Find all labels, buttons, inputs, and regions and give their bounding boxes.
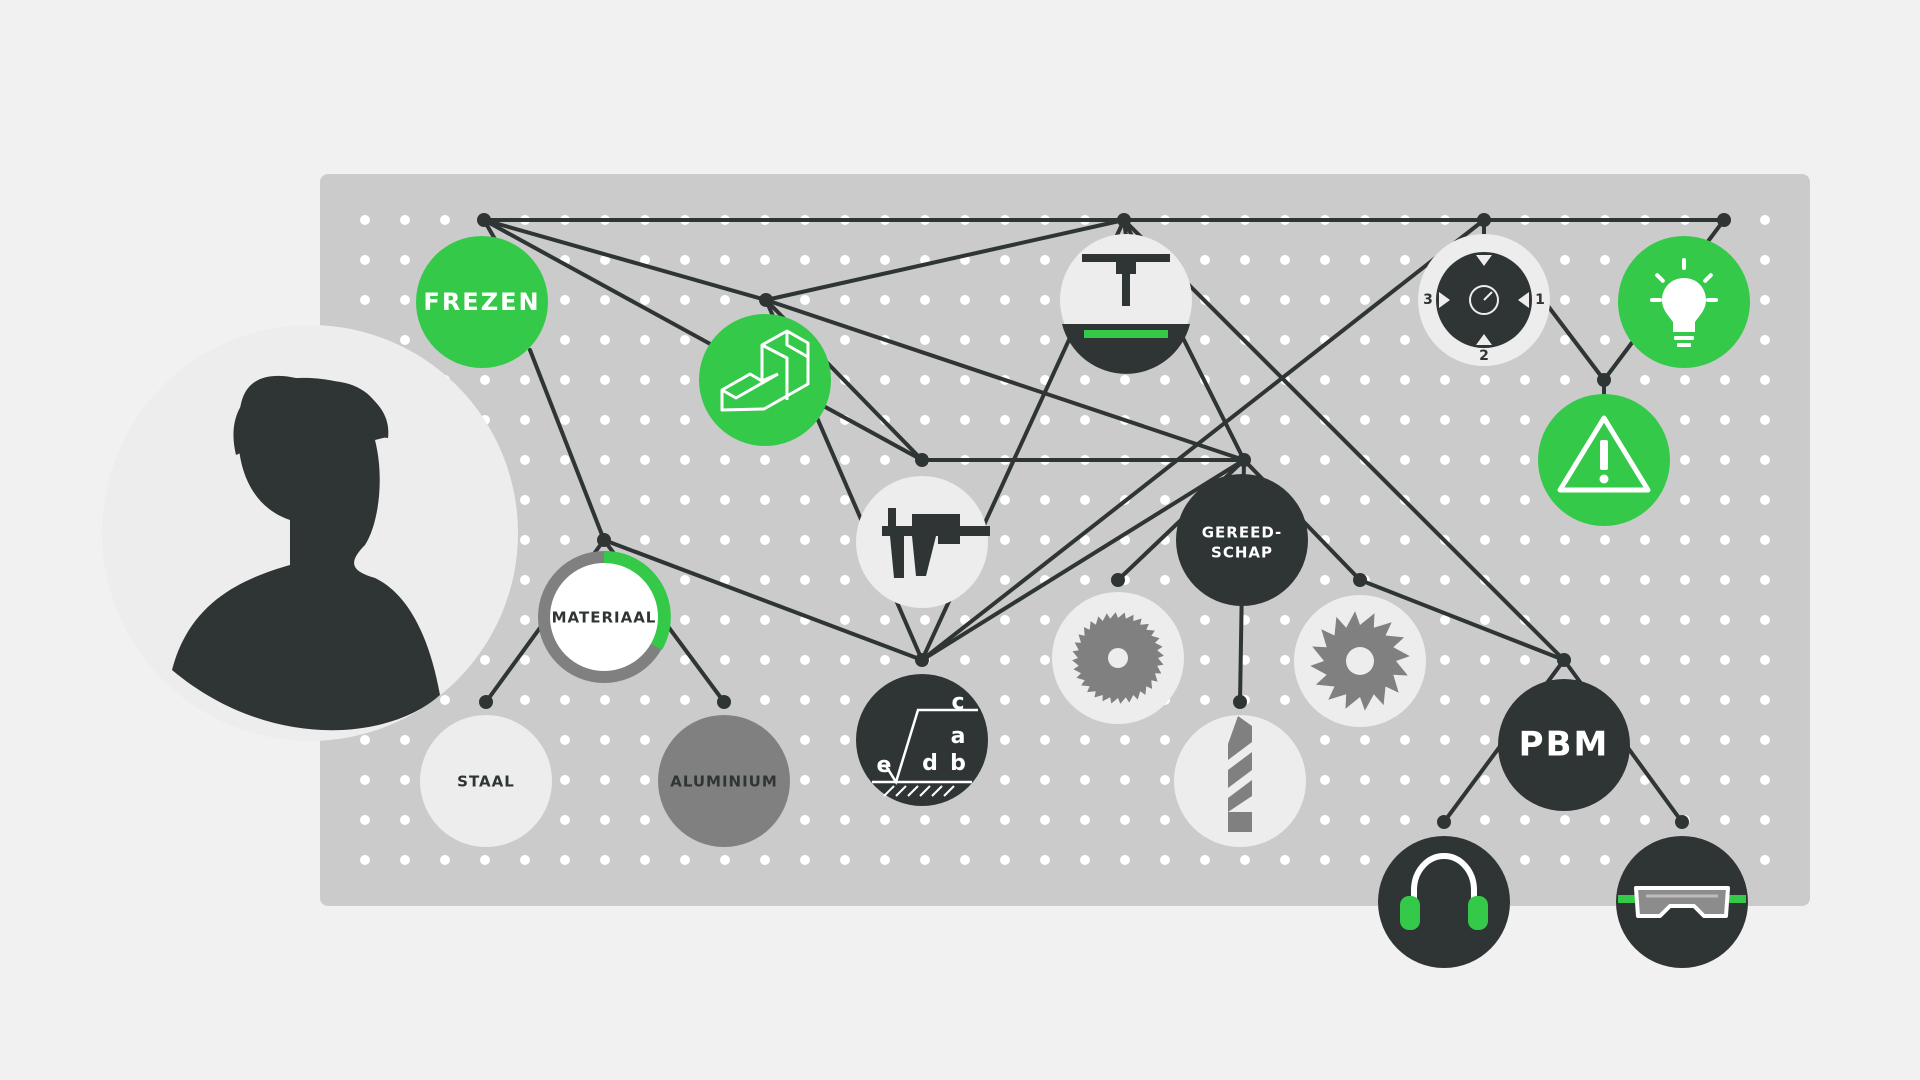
ear-protection-icon (1400, 853, 1488, 930)
safety-glasses-icon (1618, 886, 1746, 918)
node-frezen: FREZEN (416, 236, 548, 368)
node-aluminium: ALUMINIUM (658, 715, 790, 847)
formula-letter-c: c (951, 690, 964, 715)
node-frezen-label: FREZEN (423, 288, 540, 316)
node-caliper (856, 476, 990, 608)
milling-part-icon (720, 329, 810, 412)
node-saw-blade (1052, 592, 1184, 724)
drill-bit-icon (1228, 716, 1252, 832)
node-saw-blade-coarse (1294, 595, 1426, 727)
node-pbm: PBM (1498, 679, 1630, 811)
node-milling-machine (1060, 234, 1192, 374)
formula-letter-a: a (951, 724, 966, 749)
node-formula: c a b d e (856, 674, 988, 806)
pegboard (320, 174, 1810, 906)
junction-dots (477, 213, 1731, 829)
warning-icon (1557, 415, 1651, 493)
dial-label-1: 1 (1535, 292, 1545, 308)
node-gereedschap-label-1: GEREED- (1202, 524, 1283, 542)
formula-letter-e: e (877, 753, 892, 778)
node-materiaal-label: MATERIAAL (552, 609, 657, 627)
lightbulb-icon (1650, 258, 1718, 347)
formula-letter-d: d (922, 751, 938, 776)
node-safety-glasses (1616, 836, 1748, 968)
node-pbm-label: PBM (1519, 725, 1610, 765)
caliper-icon (882, 508, 990, 578)
dial-icon (1439, 255, 1529, 345)
node-aluminium-label: ALUMINIUM (670, 773, 778, 791)
person-silhouette-icon (102, 325, 518, 741)
node-staal: STAAL (420, 715, 552, 847)
node-materiaal: MATERIAAL (538, 550, 671, 683)
milling-machine-icon (1082, 254, 1170, 338)
node-gereedschap: GEREED- SCHAP (1176, 474, 1308, 606)
formula-icon (872, 708, 978, 797)
node-staal-label: STAAL (457, 773, 515, 791)
dial-label-2: 2 (1479, 348, 1489, 364)
node-dial: 1 2 3 (1418, 234, 1550, 366)
dial-label-3: 3 (1423, 292, 1433, 308)
node-gereedschap-label-2: SCHAP (1211, 544, 1273, 562)
node-lightbulb (1618, 236, 1750, 368)
node-ear-protection (1378, 836, 1510, 968)
node-milling-part (699, 314, 831, 446)
node-warning (1538, 394, 1670, 526)
formula-letter-b: b (950, 751, 966, 776)
node-drill-bit (1174, 715, 1306, 847)
